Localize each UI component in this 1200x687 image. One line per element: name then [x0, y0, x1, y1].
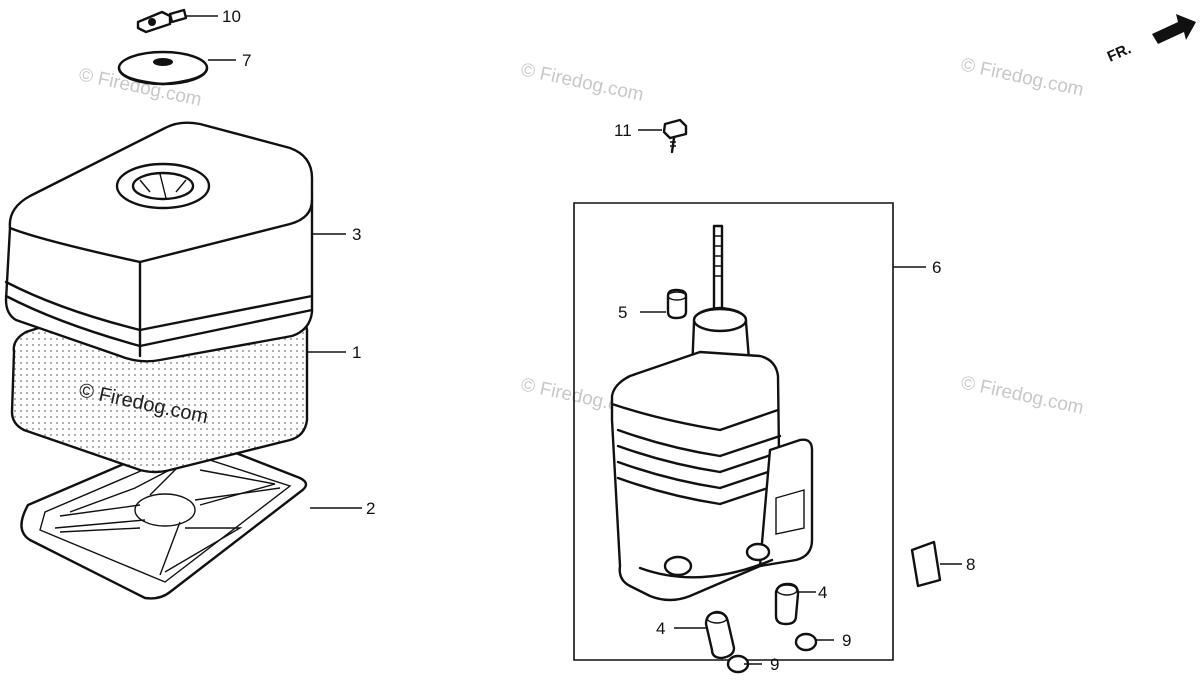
callout-8: 8: [966, 555, 975, 574]
callout-numbers: 10 7 3 1 2 11 5 6 8 4 4 9 9: [222, 7, 975, 674]
callout-9: 9: [842, 631, 851, 650]
part-4-tube-a: [704, 610, 736, 660]
callout-1: 1: [352, 343, 361, 362]
callout-4: 4: [656, 619, 665, 638]
watermark-text: © Firedog.com: [959, 54, 1086, 101]
callout-9: 9: [770, 655, 779, 674]
callout-2: 2: [366, 499, 375, 518]
part-8-gasket: [910, 540, 942, 588]
watermark-text: © Firedog.com: [959, 372, 1086, 419]
part-11-bolt: [662, 118, 688, 154]
leader-lines: [186, 15, 962, 665]
direction-label: FR.: [1105, 40, 1134, 65]
part-7-wing-cap: [117, 50, 209, 86]
part-9-clamp-b: [794, 632, 818, 652]
callout-6: 6: [932, 258, 941, 277]
part-6-frame: [573, 202, 894, 661]
part-4-tube-b: [774, 582, 800, 626]
callout-4: 4: [818, 583, 827, 602]
front-direction-arrow-icon: FR.: [1105, 14, 1196, 66]
callout-3: 3: [352, 225, 361, 244]
callout-7: 7: [242, 51, 251, 70]
callout-11: 11: [614, 121, 632, 140]
callout-10: 10: [222, 7, 241, 26]
part-10-fastener: [136, 8, 188, 34]
part-1-filter-element: [10, 310, 309, 474]
part-6-tank: [610, 224, 814, 602]
callout-5: 5: [618, 303, 627, 322]
part-5-cap: [666, 288, 688, 320]
watermark-text: © Firedog.com: [519, 59, 646, 106]
part-3-cover: [4, 121, 314, 363]
